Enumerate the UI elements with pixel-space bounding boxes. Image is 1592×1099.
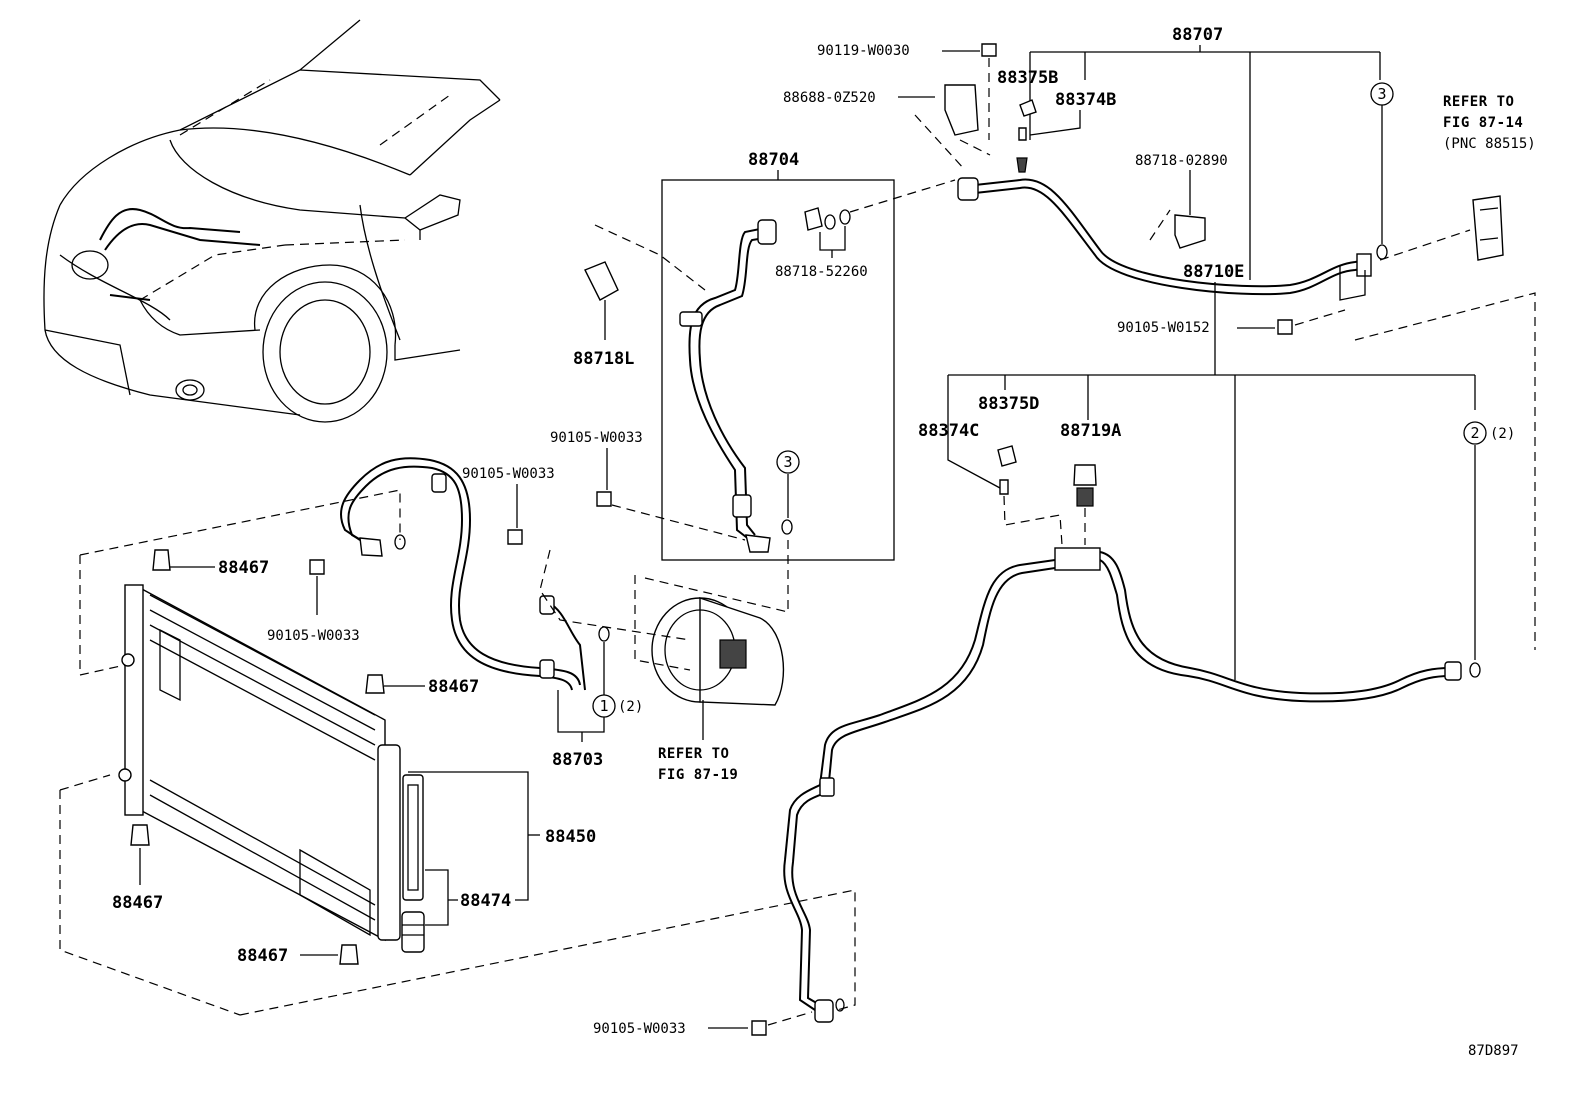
- label-88375d: 88375D: [978, 394, 1039, 414]
- cushion-88467-b: [365, 674, 385, 694]
- bolt-90105-w0033-c: [309, 559, 325, 575]
- discharge-hose-88704-group: 88704 3 88718-52260 88718L 90105-W0033: [550, 150, 956, 613]
- label-88374c: 88374C: [918, 421, 979, 441]
- label-88718-52260: 88718-52260: [775, 264, 868, 280]
- label-88374b: 88374B: [1055, 90, 1116, 110]
- marker-3-top: 3: [1370, 82, 1394, 106]
- label-88707: 88707: [1172, 25, 1223, 45]
- bolt-90119: [981, 43, 997, 57]
- bolt-90105-w0033-b: [507, 529, 523, 545]
- hose-block-fitting: [745, 534, 771, 553]
- label-88710e: 88710E: [1183, 262, 1244, 282]
- cushion-88467-d: [339, 944, 359, 965]
- condenser-88450-group: 88467 88467 88467 88467 90105-W0033 8845…: [59, 489, 856, 1016]
- valve-core-88374c: [999, 479, 1009, 495]
- condenser-left-tank: [124, 584, 144, 816]
- label-88467-a: 88467: [218, 558, 269, 578]
- clip-88718-52260: [804, 207, 823, 231]
- marker-2: 2: [1463, 421, 1487, 445]
- marker-3-hose: 3: [776, 450, 800, 474]
- label-90119-w0030: 90119-W0030: [817, 43, 910, 59]
- refer-fig87-14-line1: REFER TO: [1443, 94, 1514, 110]
- label-90105-w0033-a: 90105-W0033: [550, 430, 643, 446]
- expansion-valve-88515: [1472, 195, 1504, 261]
- hose-88703-fitting: [539, 595, 555, 615]
- bolt-90105-w0033-d: [751, 1020, 767, 1036]
- figure-code: 87D897: [1468, 1043, 1519, 1059]
- label-88450: 88450: [545, 827, 596, 847]
- valve-core-88374b: [1018, 127, 1027, 141]
- refer-fig87-19-line2: FIG 87-19: [658, 767, 738, 783]
- cap-88375d: [997, 445, 1017, 467]
- cap-88375b: [1019, 99, 1037, 117]
- hose-crimp-lower: [732, 494, 752, 518]
- svg-text:1: 1: [599, 697, 608, 715]
- dryer-plug-88474: [401, 911, 425, 953]
- receiver-tank: [377, 744, 401, 941]
- pressure-switch-88719a: [1073, 464, 1097, 486]
- o-ring: [781, 519, 793, 535]
- marker-1: 1: [592, 694, 616, 718]
- label-88474: 88474: [460, 891, 511, 911]
- refer-fig87-14-line2: FIG 87-14: [1443, 115, 1523, 131]
- svg-text:3: 3: [1377, 85, 1386, 103]
- clamp-88718-02890: [1174, 214, 1206, 249]
- refer-fig87-19-line1: REFER TO: [658, 746, 729, 762]
- svg-text:2: 2: [1470, 424, 1479, 442]
- label-88467-c: 88467: [112, 893, 163, 913]
- service-valve: [1016, 157, 1028, 173]
- svg-text:3: 3: [783, 453, 792, 471]
- marker-1-qty: (2): [618, 699, 643, 715]
- liquid-pipe-88710e-group: 88710E 2 (2) 88375D 88374C 88719A 90105-…: [593, 262, 1515, 1037]
- refer-fig87-14-line3: (PNC 88515): [1443, 136, 1536, 152]
- vehicle-outline-illustration: [43, 19, 501, 423]
- o-ring: [1469, 662, 1481, 678]
- label-90105-w0152: 90105-W0152: [1117, 320, 1210, 336]
- bolt-90105-w0152: [1277, 319, 1293, 335]
- hose-end-fitting: [757, 219, 777, 245]
- label-90105-w0033-b: 90105-W0033: [462, 466, 555, 482]
- label-88467-d: 88467: [237, 946, 288, 966]
- cushion-88467-c: [130, 824, 150, 846]
- desiccant-88474: [402, 774, 424, 901]
- label-88688-0z520: 88688-0Z520: [783, 90, 876, 106]
- pipe-service-block: [1054, 547, 1101, 571]
- pipe-end-fitting-right: [1444, 661, 1462, 681]
- cushion-88467-a: [152, 549, 171, 571]
- hose-88704-box: [661, 179, 895, 561]
- pipe-end-fitting: [957, 177, 979, 201]
- label-88719a: 88719A: [1060, 421, 1121, 441]
- compressor-group: REFER TO FIG 87-19 1 (2) 88703 90105-W00…: [340, 457, 785, 783]
- label-90105-w0033-c: 90105-W0033: [267, 628, 360, 644]
- label-90105-w0033-d: 90105-W0033: [593, 1021, 686, 1037]
- label-88467-b: 88467: [428, 677, 479, 697]
- pipe-end-flange: [1356, 253, 1372, 277]
- bolt-90105-w0033-a: [596, 491, 612, 507]
- hose-crimp-upper: [679, 311, 703, 327]
- label-88704: 88704: [748, 150, 799, 170]
- label-88375b: 88375B: [997, 68, 1058, 88]
- bracket-88688: [944, 84, 979, 136]
- suction-pipe-88707-group: 88707 3 88375B 88374B 90119-W0030 88688-…: [783, 25, 1536, 650]
- marker-2-qty: (2): [1490, 426, 1515, 442]
- label-88703: 88703: [552, 750, 603, 770]
- pipe-end-fitting-lower: [814, 999, 834, 1023]
- clamp-88718l: [584, 261, 619, 301]
- o-ring: [1376, 244, 1388, 260]
- label-88718l: 88718L: [573, 349, 634, 369]
- label-88718-02890: 88718-02890: [1135, 153, 1228, 169]
